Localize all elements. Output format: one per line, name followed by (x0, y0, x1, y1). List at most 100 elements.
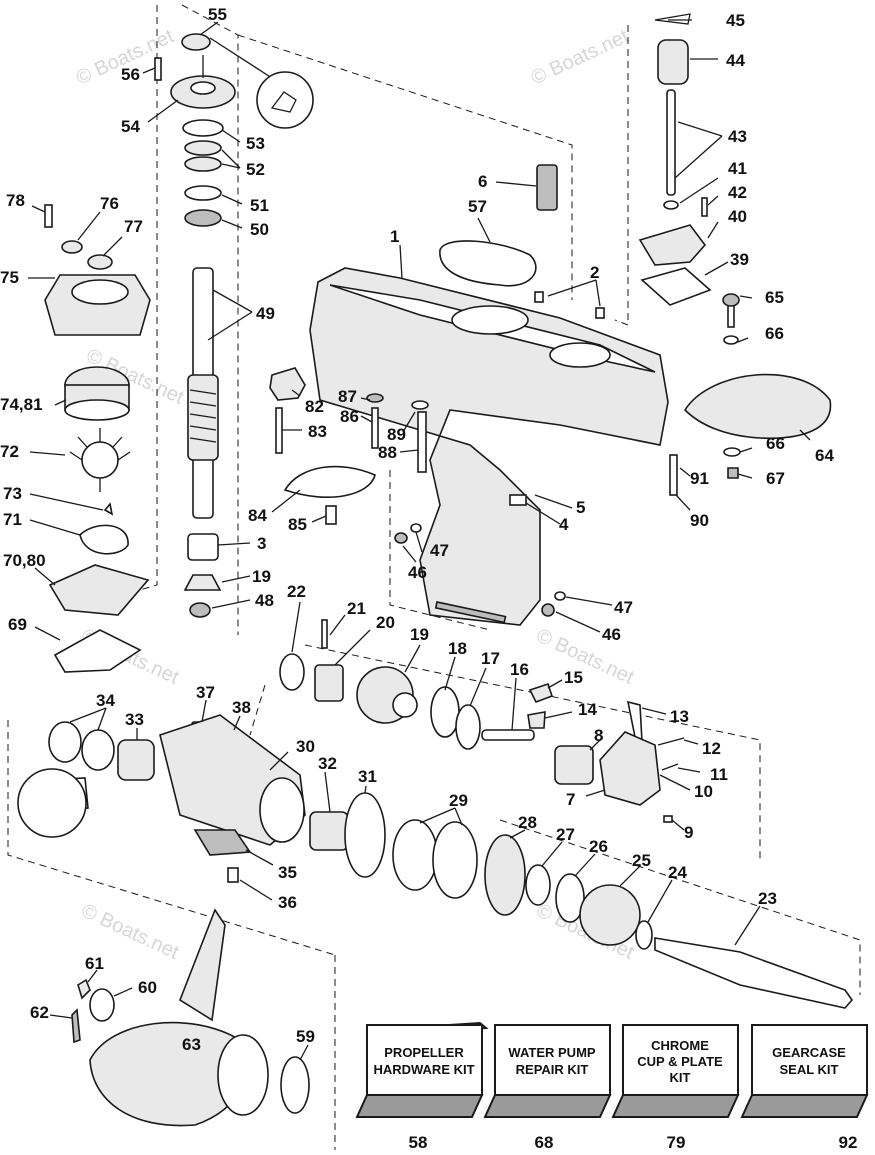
callout-64: 64 (815, 446, 834, 465)
propshaft-23 (654, 937, 854, 1009)
callout-84: 84 (248, 506, 267, 525)
gasket-71 (79, 524, 129, 555)
callout-63: 63 (182, 1035, 201, 1054)
kit-number: 92 (839, 1133, 858, 1152)
callout-75: 75 (0, 268, 19, 287)
kit-label-line1: PROPELLER (384, 1045, 464, 1060)
callout-73: 73 (3, 484, 22, 503)
anode-84 (283, 465, 376, 498)
plate-64 (683, 373, 832, 440)
callout-13: 13 (670, 707, 689, 726)
pin-16 (481, 729, 535, 741)
callout-47b: 47 (614, 598, 633, 617)
gearcase-housing (269, 164, 669, 626)
kit-label-line1: CHROME (651, 1038, 709, 1053)
seal-34a (48, 721, 82, 763)
callout-78: 78 (6, 191, 25, 210)
callout-3: 3 (257, 534, 266, 553)
callout-8: 8 (594, 726, 603, 745)
callout-86: 86 (340, 407, 359, 426)
gear-train (279, 619, 685, 823)
tool-callout-icon (256, 71, 314, 129)
callout-82: 82 (305, 397, 324, 416)
callout-41: 41 (728, 159, 747, 178)
callout-25: 25 (632, 851, 651, 870)
callout-37: 37 (196, 683, 215, 702)
callout-15: 15 (564, 668, 583, 687)
callout-17: 17 (481, 649, 500, 668)
callout-40: 40 (728, 207, 747, 226)
block-6 (536, 164, 558, 211)
kit-label-line2: REPAIR KIT (516, 1062, 589, 1077)
callout-66a: 66 (765, 324, 784, 343)
callout-49: 49 (256, 304, 275, 323)
watermark: © Boats.net (528, 25, 633, 89)
callout-62: 62 (30, 1003, 49, 1022)
ring-29a (392, 819, 438, 891)
callout-66b: 66 (766, 434, 785, 453)
nut-48 (189, 602, 211, 618)
callout-28: 28 (518, 813, 537, 832)
pin-12 (657, 737, 685, 746)
clip-14 (527, 711, 546, 729)
kit-box-propeller-hardware[interactable]: PROPELLER HARDWARE KIT 58 (355, 1021, 489, 1152)
bearing-carrier (17, 714, 854, 1009)
callout-26: 26 (589, 837, 608, 856)
oring-31 (344, 792, 386, 878)
screw-78 (44, 204, 53, 228)
impeller-72 (81, 441, 119, 479)
callout-90: 90 (690, 511, 709, 530)
callout-32: 32 (318, 754, 337, 773)
callout-19b: 19 (410, 625, 429, 644)
leader-lines (28, 19, 811, 1061)
callout-48: 48 (255, 591, 274, 610)
kit-label-line2: CUP & PLATE (637, 1054, 723, 1069)
seal-52 (184, 140, 222, 156)
callout-56: 56 (121, 65, 140, 84)
callout-59: 59 (296, 1027, 315, 1046)
washer-17 (455, 704, 481, 750)
callout-53: 53 (246, 134, 265, 153)
washer-27 (525, 864, 551, 906)
washer-51 (184, 185, 222, 201)
callout-33: 33 (125, 710, 144, 729)
callout-88: 88 (378, 443, 397, 462)
callout-61: 61 (85, 954, 104, 973)
callout-47a: 47 (430, 541, 449, 560)
nut-61 (77, 978, 91, 1000)
callout-72: 72 (0, 442, 19, 461)
bearing-32 (309, 811, 349, 851)
callout-42: 42 (728, 183, 747, 202)
callout-4: 4 (559, 515, 569, 534)
callout-65: 65 (765, 288, 784, 307)
bolt-83 (275, 407, 283, 454)
callout-38: 38 (232, 698, 251, 717)
bearing-50 (184, 209, 222, 227)
kit-box-chrome-cup-plate[interactable]: CHROME CUP & PLATE KIT 79 (611, 1024, 740, 1152)
grommet-76 (61, 240, 83, 254)
gear-7 (599, 731, 661, 806)
seal-55 (181, 33, 211, 51)
callout-45: 45 (726, 11, 745, 30)
bearing-33 (117, 739, 155, 781)
kit-box-gearcase-seal[interactable]: GEARCASE SEAL KIT 92 (740, 1024, 869, 1152)
callout-24: 24 (668, 863, 687, 882)
screw-56 (154, 57, 162, 81)
callout-69: 69 (8, 615, 27, 634)
callout-44: 44 (726, 51, 745, 70)
callout-39: 39 (730, 250, 749, 269)
callout-31: 31 (358, 767, 377, 786)
kit-box-water-pump-repair[interactable]: WATER PUMP REPAIR KIT 68 (483, 1024, 612, 1152)
bearing-3 (187, 533, 219, 561)
callout-87: 87 (338, 387, 357, 406)
callout-43: 43 (728, 127, 747, 146)
shift-linkage (638, 13, 832, 496)
callout-46b: 46 (602, 625, 621, 644)
shift-rod-43 (666, 89, 676, 196)
callout-83: 83 (308, 422, 327, 441)
bearing-8 (554, 745, 594, 785)
callout-57: 57 (468, 197, 487, 216)
ring-29b (432, 821, 478, 899)
gear-25 (579, 884, 641, 946)
